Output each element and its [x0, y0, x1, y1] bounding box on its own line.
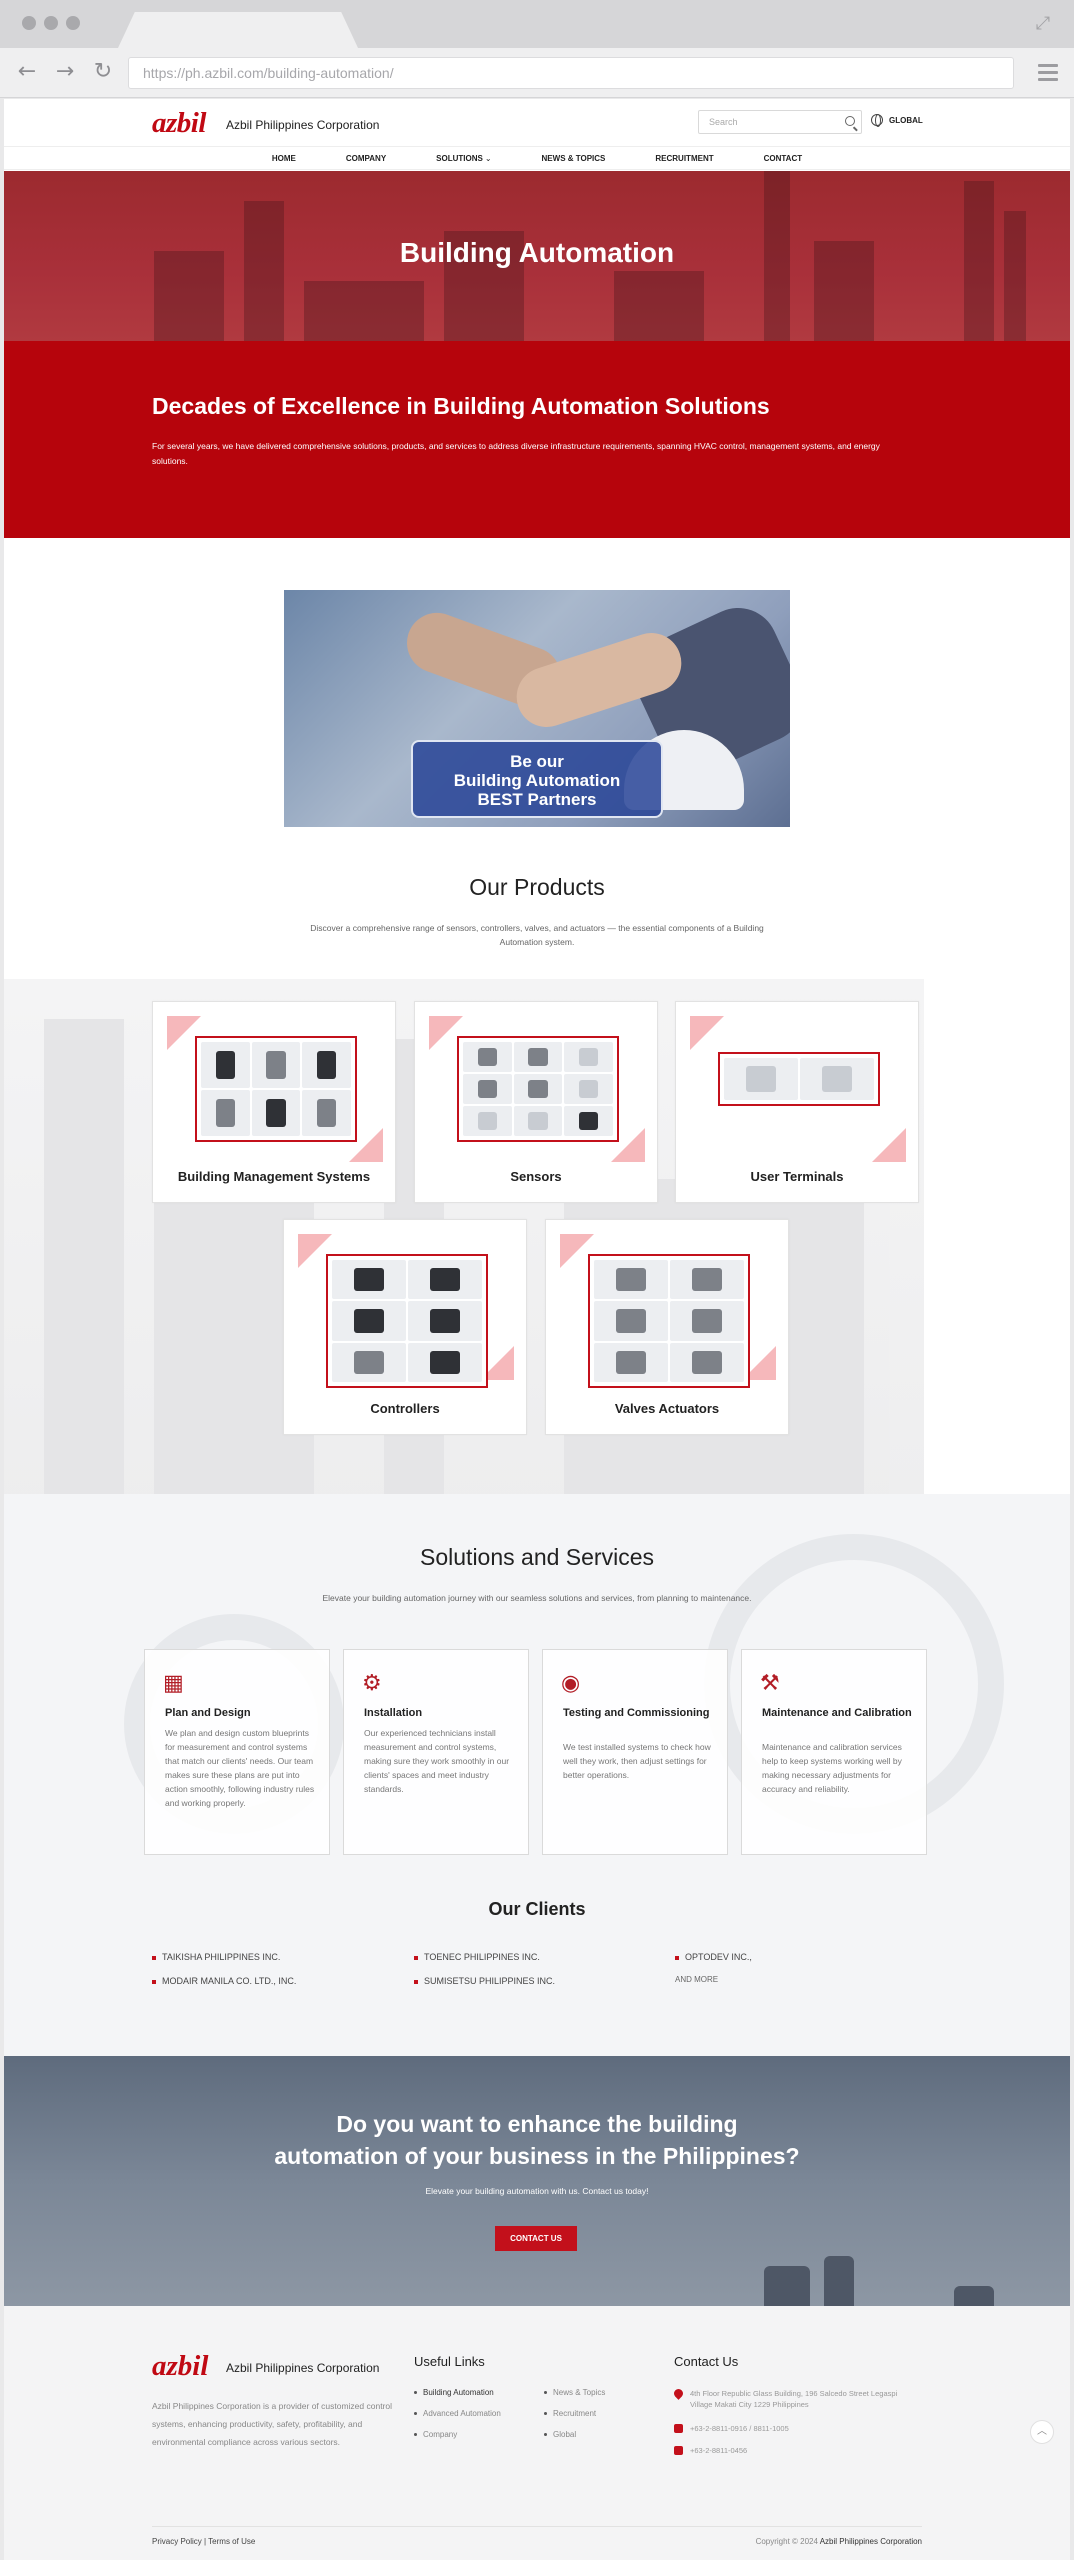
location-pin-icon [672, 2387, 685, 2400]
site-footer: azbil Azbil Philippines Corporation Azbi… [4, 2306, 1070, 2560]
solution-text: Maintenance and calibration services hel… [762, 1742, 902, 1794]
client-item: MODAIR MANILA CO. LTD., INC. [152, 1976, 296, 1986]
browser-tab-bar: ⤢ [0, 0, 1074, 48]
solutions-title: Solutions and Services [420, 1544, 654, 1570]
products-desc: Discover a comprehensive range of sensor… [310, 923, 764, 947]
solution-text: We plan and design custom blueprints for… [165, 1728, 315, 1808]
nav-home[interactable]: HOME [271, 154, 296, 163]
partner-button[interactable]: Be our Building Automation BEST Partners [411, 740, 663, 818]
solution-title: Testing and Commissioning [563, 1707, 710, 1719]
product-label: Valves Actuators [614, 1401, 720, 1416]
global-link[interactable]: GLOBAL [871, 114, 923, 127]
copyright: Copyright © 2024 Azbil Philippines Corpo… [755, 2537, 922, 2546]
client-item: OPTODEV INC., [675, 1952, 752, 1962]
footer-link-recruitment[interactable]: Recruitment [544, 2409, 596, 2418]
forward-icon[interactable]: → [55, 59, 75, 84]
browser-toolbar: ← → ↻ https://ph.azbil.com/building-auto… [0, 48, 1074, 98]
nav-contact[interactable]: CONTACT [763, 154, 803, 163]
solution-card-installation[interactable]: ⚙ Installation Our experienced technicia… [343, 1649, 529, 1855]
nav-news-topics[interactable]: NEWS & TOPICS [541, 154, 606, 163]
footer-link-company[interactable]: Company [414, 2430, 457, 2439]
footer-logo[interactable]: azbil [152, 2350, 209, 2382]
window-controls[interactable] [22, 16, 80, 30]
wrench-icon: ⚒ [760, 1671, 780, 1696]
partner-banner[interactable]: Be our Building Automation BEST Partners [284, 590, 790, 827]
footer-phone[interactable]: +63-2-8811-0916 / 8811-1005 [674, 2423, 914, 2434]
fullscreen-icon[interactable]: ⤢ [1035, 13, 1051, 33]
azbil-logo[interactable]: azbil [152, 107, 206, 139]
cta-heading: Do you want to enhance the building auto… [274, 2111, 800, 2169]
globe-icon [871, 114, 883, 127]
product-label: Sensors [510, 1169, 562, 1184]
address-bar[interactable]: https://ph.azbil.com/building-automation… [128, 57, 1014, 89]
intro-heading: Decades of Excellence in Building Automa… [152, 393, 770, 419]
browser-menu-icon[interactable] [1038, 64, 1058, 85]
footer-link-advanced-automation[interactable]: Advanced Automation [414, 2409, 501, 2418]
solution-title: Maintenance and Calibration [762, 1707, 912, 1719]
product-card-valves-actuators[interactable]: Valves Actuators [545, 1219, 789, 1435]
search-placeholder: Search [709, 117, 738, 127]
product-label: User Terminals [750, 1169, 844, 1184]
product-label: Controllers [370, 1401, 440, 1416]
footer-link-global[interactable]: Global [544, 2430, 576, 2439]
footer-link-building-automation[interactable]: Building Automation [414, 2388, 494, 2397]
client-item: SUMISETSU PHILIPPINES INC. [414, 1976, 555, 1986]
cta-text: Elevate your building automation with us… [425, 2186, 649, 2196]
installation-icon: ⚙ [362, 1671, 382, 1696]
page-title: Building Automation [399, 237, 675, 268]
clients-more: AND MORE [675, 1975, 719, 1984]
scroll-to-top-icon[interactable]: ︿ [1030, 2420, 1054, 2444]
solution-title: Plan and Design [165, 1707, 251, 1719]
intro-text: For several years, we have delivered com… [152, 441, 880, 466]
product-card-bms[interactable]: Building Management Systems [152, 1001, 396, 1203]
search-input[interactable]: Search [698, 110, 862, 134]
footer-bottom: Privacy Policy | Terms of Use Copyright … [152, 2537, 922, 2546]
nav-company[interactable]: COMPANY [345, 154, 387, 163]
footer-link-news[interactable]: News & Topics [544, 2388, 605, 2397]
fax-icon [674, 2446, 683, 2455]
browser-tab[interactable] [118, 12, 358, 48]
solution-card-maintenance[interactable]: ⚒ Maintenance and Calibration Maintenanc… [741, 1649, 927, 1855]
client-item: TOENEC PHILIPPINES INC. [414, 1952, 540, 1962]
search-icon[interactable] [845, 116, 855, 126]
footer-address: 4th Floor Republic Glass Building, 196 S… [672, 2387, 914, 2410]
solution-card-testing[interactable]: ◉ Testing and Commissioning We test inst… [542, 1649, 728, 1855]
contact-title: Contact Us [674, 2354, 739, 2369]
back-icon[interactable]: ← [17, 59, 37, 84]
contact-us-button[interactable]: CONTACT US [495, 2226, 577, 2251]
eye-icon: ◉ [561, 1671, 581, 1696]
intro-section: Decades of Excellence in Building Automa… [4, 341, 1070, 538]
company-name: Azbil Philippines Corporation [226, 118, 380, 132]
product-card-controllers[interactable]: Controllers [283, 1219, 527, 1435]
phone-icon [674, 2424, 683, 2433]
solutions-desc: Elevate your building automation journey… [322, 1593, 752, 1603]
solution-text: Our experienced technicians install meas… [364, 1728, 510, 1794]
product-card-user-terminals[interactable]: User Terminals [675, 1001, 919, 1203]
policy-links[interactable]: Privacy Policy | Terms of Use [152, 2537, 256, 2546]
client-item: TAIKISHA PHILIPPINES INC. [152, 1952, 280, 1962]
hero-banner: Building Automation [4, 171, 1070, 341]
solution-card-plan-design[interactable]: ▦ Plan and Design We plan and design cus… [144, 1649, 330, 1855]
product-card-sensors[interactable]: Sensors [414, 1001, 658, 1203]
footer-fax: +63-2-8811-0456 [674, 2445, 914, 2456]
site-header: azbil Azbil Philippines Corporation Sear… [4, 99, 1070, 147]
nav-recruitment[interactable]: RECRUITMENT [655, 154, 714, 163]
footer-desc: Azbil Philippines Corporation is a provi… [152, 2401, 393, 2447]
footer-company: Azbil Philippines Corporation [226, 2361, 380, 2375]
solution-text: We test installed systems to check how w… [563, 1742, 711, 1780]
useful-links-title: Useful Links [414, 2354, 485, 2369]
web-page: azbil Azbil Philippines Corporation Sear… [4, 99, 1070, 2560]
chevron-down-icon[interactable]: ⌄ [484, 154, 492, 163]
clients-title: Our Clients [488, 1899, 586, 1919]
nav-solutions[interactable]: SOLUTIONS [436, 154, 483, 163]
product-label: Building Management Systems [177, 1169, 371, 1184]
reload-icon[interactable]: ↻ [93, 59, 113, 84]
products-title: Our Products [469, 874, 605, 900]
main-nav: HOME COMPANY SOLUTIONS ⌄ NEWS & TOPICS R… [4, 148, 1070, 170]
cta-section: Do you want to enhance the building auto… [4, 2056, 1070, 2306]
blueprint-icon: ▦ [163, 1671, 184, 1696]
solution-title: Installation [364, 1707, 423, 1719]
